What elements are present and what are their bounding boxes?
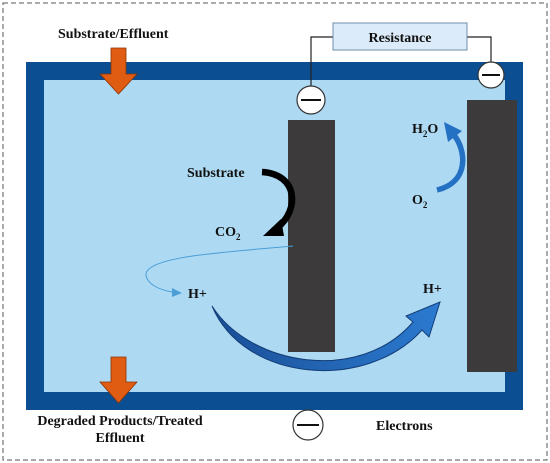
water-label: H2O [412,122,438,139]
electron-minus-icon [292,409,324,441]
resistance-label: Resistance [369,31,432,46]
proton-diffusion-arrowhead-icon [172,288,182,297]
anode-wire [310,36,333,99]
outflow-down-arrow-icon [99,356,138,404]
electrons-label: Electrons [376,419,433,434]
oxygen-reduction-arrow [436,133,466,193]
anode-electrode [288,120,335,352]
outflow-label-line2: Effluent [96,431,145,446]
proton-migration-arrow [211,301,441,371]
substrate-oxidation-arrow [261,168,296,231]
inflow-label: Substrate/Effluent [58,27,169,42]
proton-diffusion-arrow [145,245,294,293]
h-plus-cathode-label: H+ [423,282,442,297]
cathode-wire [467,36,492,63]
resistor-box [332,22,468,51]
substrate-oxidation-arrowhead-icon [263,219,284,236]
anode-terminal-minus-icon [296,85,326,115]
inflow-down-arrow-icon [99,47,138,95]
resistor: Resistance [332,22,468,51]
h-plus-anode-label: H+ [188,287,207,302]
cathode-electrode [467,100,517,372]
substrate-label: Substrate [187,166,245,181]
oxygen-label: O2 [412,193,428,210]
outflow-label-line1: Degraded Products/Treated [37,414,202,429]
co2-label: CO2 [215,225,241,242]
cathode-terminal-minus-icon [477,61,505,89]
oxygen-reduction-arrowhead-icon [444,122,462,142]
